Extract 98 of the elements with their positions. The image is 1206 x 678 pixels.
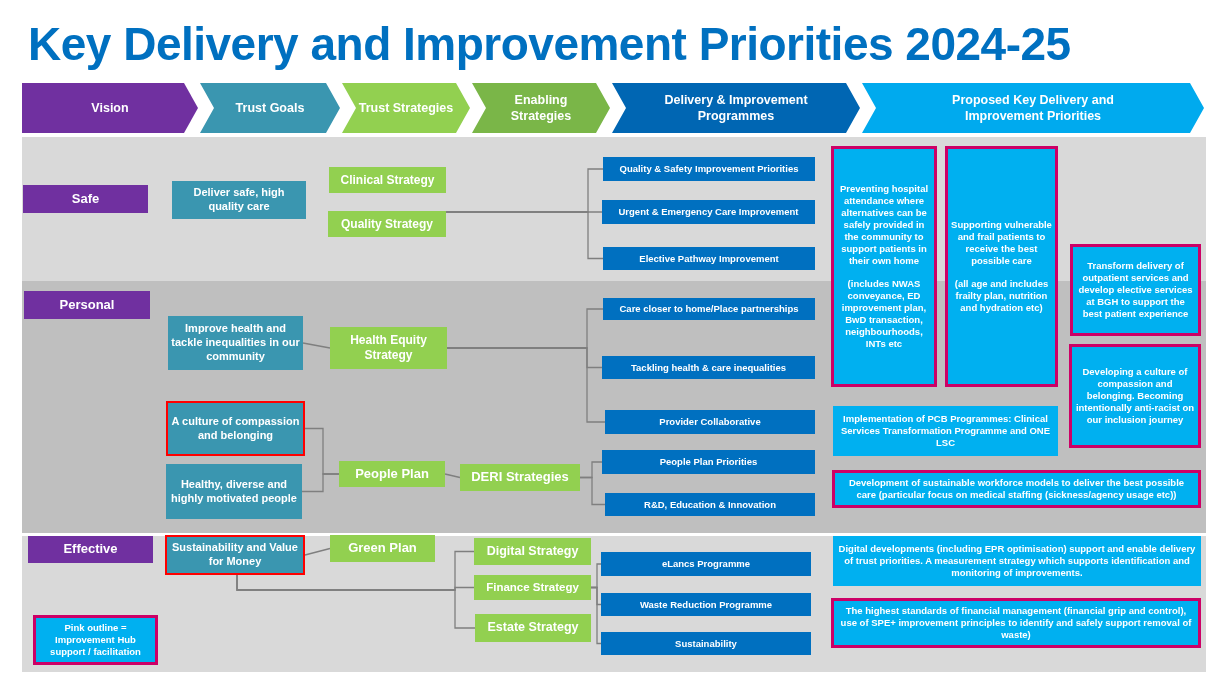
programme-panel <box>601 593 811 616</box>
strategy-panel <box>339 461 445 487</box>
panel-text: Digital Strategy <box>486 543 579 560</box>
connector-line <box>304 547 331 556</box>
header-text: Proposed Key Delivery and Improvement Priorities <box>951 91 1115 125</box>
column-header <box>612 83 860 133</box>
programme-panel <box>605 410 815 434</box>
panel-text: Pink outline = Improvement Hub support / facilitation <box>49 622 142 658</box>
priority-panel <box>833 406 1058 456</box>
panel-text: People Plan Priorities <box>659 456 758 468</box>
panel-text: Digital developments (including EPR optimisation) support and enable delivery of trust priorities. A measurement strategy which supports identification and monitoring of improvements. <box>837 543 1197 579</box>
vision-label-bar <box>28 536 153 563</box>
strategy-panel <box>474 575 591 600</box>
panel-text: Development of sustainable workforce models to deliver the best possible care (particular focus on medical staffing (sickness/agency usage etc)) <box>847 477 1186 501</box>
panel-text: Effective <box>63 541 118 558</box>
header-text: Enabling Strategies <box>509 91 573 125</box>
panel-text: Clinical Strategy <box>340 172 435 188</box>
column-header <box>22 83 198 133</box>
programme-panel <box>602 200 815 224</box>
connector-line <box>302 342 331 349</box>
priority-panel <box>33 615 158 665</box>
goal-panel <box>166 401 305 456</box>
programme-panel <box>602 356 815 379</box>
vision-label-bar <box>23 185 148 213</box>
programme-panel <box>603 298 815 320</box>
panel-text: Developing a culture of compassion and belonging. Becoming intentionally anti-racist on our inclusion journey <box>1075 366 1195 426</box>
priority-panel <box>831 598 1201 648</box>
column-header <box>862 83 1204 133</box>
strategy-panel <box>460 464 580 491</box>
panel-text: Elective Pathway Improvement <box>639 252 779 265</box>
programme-panel <box>605 493 815 516</box>
column-header <box>200 83 340 133</box>
header-text: Vision <box>91 99 129 117</box>
header-text: Trust Goals <box>235 99 305 117</box>
programme-panel <box>603 157 815 181</box>
priority-panel <box>945 146 1058 387</box>
panel-text: (all age and includes frailty plan, nutrition and hydration etc) <box>953 278 1050 315</box>
panel-text: eLancs Programme <box>661 558 751 570</box>
panel-text: A culture of compassion and belonging <box>171 414 300 443</box>
connector-line <box>236 574 476 629</box>
goal-panel <box>172 181 306 219</box>
panel-text: Care closer to home/Place partnerships <box>619 303 799 315</box>
panel-text: Sustainability and Value for Money <box>171 541 299 569</box>
panel-text: Waste Reduction Programme <box>639 598 773 611</box>
programme-panel <box>603 247 815 270</box>
panel-text: Quality Strategy <box>341 216 433 232</box>
panel-text: Green Plan <box>348 540 417 557</box>
header-text: Delivery & Improvement Programmes <box>663 91 809 125</box>
panel-text: Healthy, diverse and highly motivated people <box>170 477 298 506</box>
page-title: Key Delivery and Improvement Priorities 2024-25 <box>28 17 1071 71</box>
connector-line <box>301 473 340 493</box>
panel-text: Supporting vulnerable and frail patients to receive the best possible care <box>951 218 1052 267</box>
panel-text: R&D, Education & Innovation <box>644 498 776 511</box>
panel-text: Personal <box>59 296 115 314</box>
priority-panel <box>831 146 937 387</box>
panel-text: (includes NWAS conveyance, ED improvement plan, BwD transaction, neighbourhoods, INTs etc <box>840 278 928 350</box>
panel-text: Transform delivery of outpatient services and develop elective services at BGH to support the best patient experience <box>1077 260 1194 320</box>
strategy-panel <box>475 614 591 642</box>
panel-text: Safe <box>71 190 100 208</box>
connector-line <box>444 473 461 479</box>
column-header <box>472 83 610 133</box>
strategy-panel <box>329 167 446 193</box>
connector-line <box>579 476 606 506</box>
panel-text: Urgent & Emergency Care Improvement <box>618 206 799 218</box>
strategy-panel <box>330 535 435 562</box>
connector-line <box>590 586 602 645</box>
priority-panel <box>833 536 1201 586</box>
panel-text: Implementation of PCB Programmes: Clinical Services Transformation Programme and ONE LSC <box>839 413 1052 449</box>
panel-text: Provider Collaborative <box>659 416 761 428</box>
programme-panel <box>602 450 815 474</box>
priority-panel <box>1069 344 1201 448</box>
priority-panel <box>832 470 1201 508</box>
connector-line <box>445 211 604 260</box>
panel-text: Preventing hospital attendance where alternatives can be safely provided in the community to support patients in their own home <box>838 183 930 267</box>
panel-text: Tackling health & care inequalities <box>630 361 786 374</box>
panel-text: Deliver safe, high quality care <box>192 186 286 214</box>
panel-text: Finance Strategy <box>486 580 579 595</box>
panel-text: Improve health and tackle inequalities in our community <box>171 322 300 364</box>
panel-text: Health Equity Strategy <box>349 333 428 363</box>
goal-panel <box>165 535 305 575</box>
panel-text: Estate Strategy <box>487 620 579 636</box>
strategy-panel <box>474 538 591 565</box>
panel-text: Quality & Safety Improvement Priorities <box>619 163 799 175</box>
panel-text: DERI Strategies <box>471 469 569 486</box>
goal-panel <box>166 464 302 519</box>
strategy-panel <box>328 211 446 237</box>
programme-panel <box>601 552 811 576</box>
header-text: Trust Strategies <box>358 99 454 117</box>
panel-text: Sustainability <box>675 637 737 650</box>
panel-text: The highest standards of financial management (financial grip and control), use of SPE+ improvement principles to identify and safely support removal of waste) <box>839 605 1193 641</box>
panel-text: People Plan <box>355 465 429 483</box>
column-header <box>342 83 470 133</box>
programme-panel <box>601 632 811 655</box>
connector-line <box>446 347 606 423</box>
goal-panel <box>168 316 303 370</box>
vision-label-bar <box>24 291 150 319</box>
strategy-panel <box>330 327 447 369</box>
priority-panel <box>1070 244 1201 336</box>
